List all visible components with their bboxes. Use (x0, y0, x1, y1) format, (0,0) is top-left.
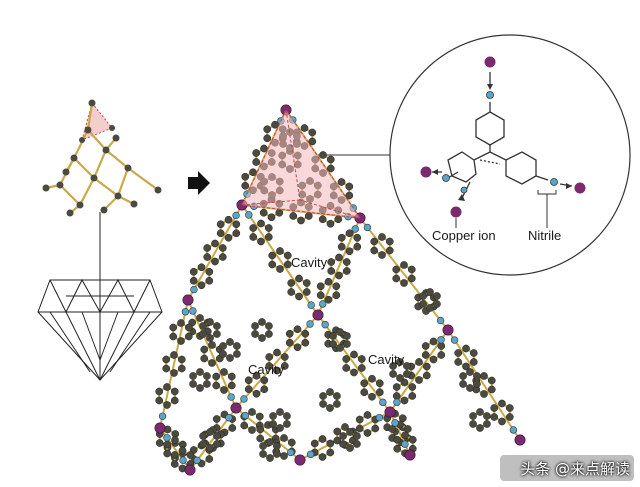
cavity-label-left: Cavity (248, 362, 285, 377)
nitrile-label: Nitrile (528, 228, 562, 243)
right-arrow-icon (188, 171, 210, 195)
watermark-text: 头条 @来点解读 (520, 460, 630, 478)
ligand-callout (389, 34, 631, 276)
tetrahedron-highlight (241, 108, 362, 219)
watermark-bg (500, 455, 634, 481)
cavity-label-top: Cavity (291, 255, 328, 270)
diamond-gem-icon (37, 278, 163, 381)
diamond-lattice (42, 99, 162, 300)
cavity-label-right: Cavity (368, 352, 405, 367)
copper-ion-label: Copper ion (432, 228, 496, 243)
